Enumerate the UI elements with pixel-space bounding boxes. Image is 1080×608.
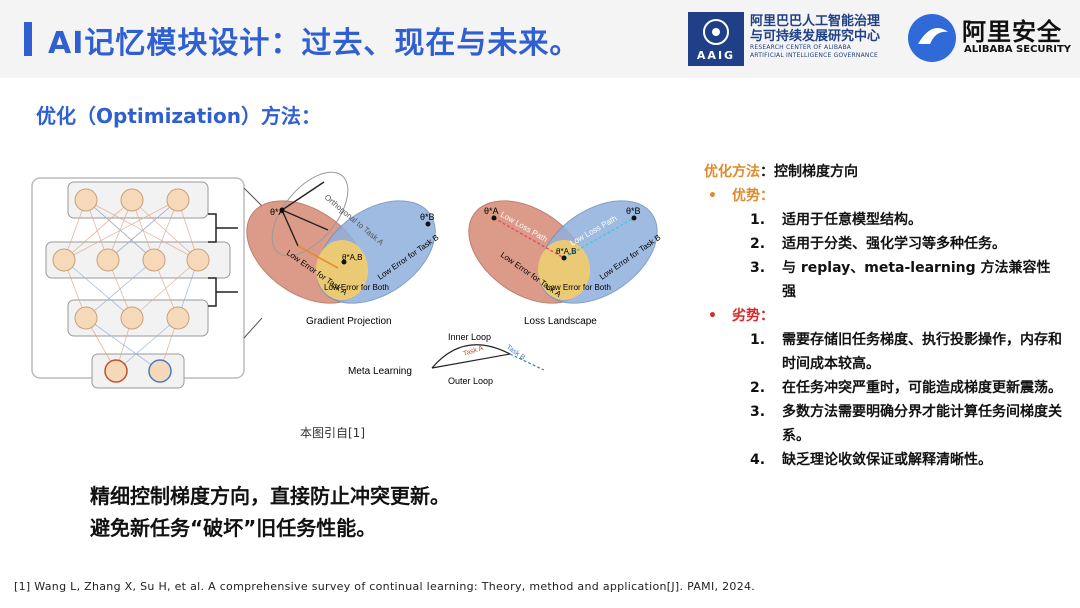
reference-footnote: [1] Wang L, Zhang X, Su H, et al. A comp… [14,580,756,593]
section-subtitle: 优化（Optimization）方法： [36,104,321,128]
page-title: AI记忆模块设计：过去、现在与未来。 [48,26,581,61]
disadvantages-heading: •劣势： [708,308,774,324]
alibaba-security-name: 阿里安全 [962,18,1062,46]
list-item: 2.在任务冲突严重时，可能造成梯度更新震荡。 [750,380,1062,396]
advantages-heading: •优势： [708,188,774,204]
aaig-logo: AAIG [688,12,744,66]
loss-landscape-label: Loss Landscape [524,316,597,327]
aaig-emblem-icon [703,19,729,45]
disadvantages-list: 1.需要存储旧任务梯度、执行投影操作，内存和时间成本较高。 2.在任务冲突严重时… [704,328,1064,472]
list-item: 1.适用于任意模型结构。 [750,212,922,228]
list-item: 4.缺乏理论收敛保证或解释清晰性。 [750,452,992,468]
takeaway-line-1: 精细控制梯度方向，直接防止冲突更新。 [90,484,450,508]
theta-a-label-1: θ*A [270,207,285,217]
theta-ab-label-1: θ*A,B [342,253,362,262]
aaig-logo-text: AAIG [696,49,736,62]
outer-loop-label: Outer Loop [448,376,493,386]
list-item: 1.需要存储旧任务梯度、执行投影操作，内存和时间成本较高。 [750,332,1062,372]
method-figure: θ*A θ*A,B θ*B Orthogonal to Task A Low E… [24,158,676,398]
theta-b-label-1: θ*B [420,212,435,222]
meta-learning-label: Meta Learning [348,366,412,377]
header-bar [0,0,1080,78]
low-error-both-label-1: Low Error for Both [324,283,389,292]
list-item: 3.多数方法需要明确分界才能计算任务间梯度关系。 [750,404,1062,444]
takeaway-line-2: 避免新任务“破坏”旧任务性能。 [90,516,377,540]
theta-ab-label-2: θ*A,B [556,247,576,256]
low-error-both-label-2: Low Error for Both [546,283,611,292]
figure-caption: 本图引自[1] [300,426,365,440]
aaig-name-cn: 阿里巴巴人工智能治理 与可持续发展研究中心 [750,14,881,44]
aaig-name-en: RESEARCH CENTER OF ALIBABA ARTIFICIAL IN… [750,44,878,59]
advantages-list: 1.适用于任意模型结构。 2.适用于分类、强化学习等多种任务。 3.与 repl… [704,208,1064,304]
list-item: 3.与 replay、meta-learning 方法兼容性强 [750,260,1051,300]
alibaba-security-en: ALIBABA SECURITY [964,44,1072,55]
task-a-label: Task A [462,345,484,358]
alibaba-security-logo-icon [908,14,956,62]
inner-loop-label: Inner Loop [448,332,491,342]
list-item: 2.适用于分类、强化学习等多种任务。 [750,236,1006,252]
method-summary: 优化方法：控制梯度方向 •优势： 1.适用于任意模型结构。 2.适用于分类、强化… [704,160,1064,472]
theta-a-label-2: θ*A [484,206,499,216]
summary-heading: 优化方法：控制梯度方向 [704,164,858,180]
gradient-projection-label: Gradient Projection [306,316,392,327]
title-accent-bar [24,22,32,56]
theta-b-label-2: θ*B [626,206,641,216]
